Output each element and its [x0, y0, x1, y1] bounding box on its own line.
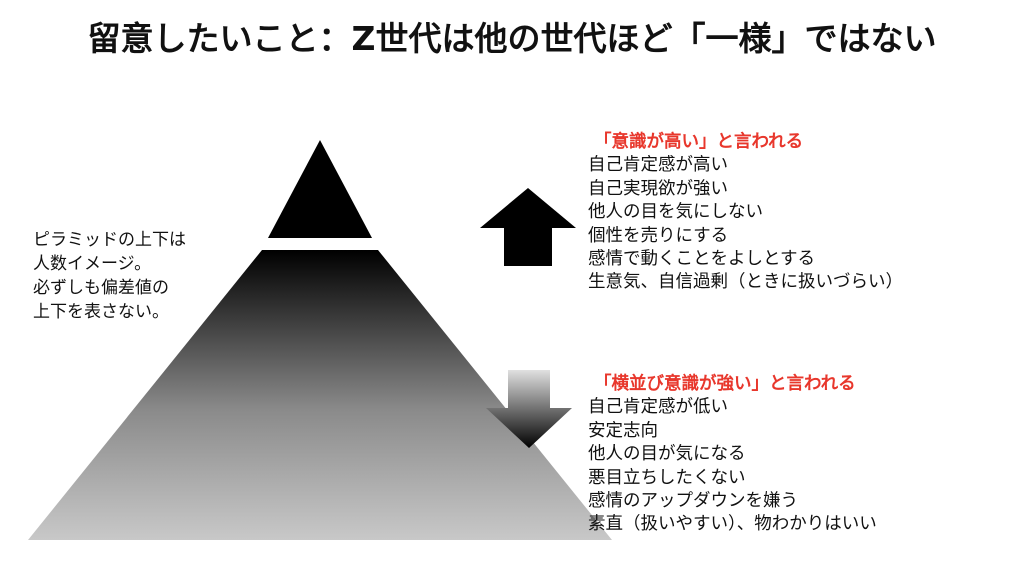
pyramid-note: ピラミッドの上下は 人数イメージ。 必ずしも偏差値の 上下を表さない。 [33, 228, 186, 324]
list-item: 感情で動くことをよしとする [588, 249, 815, 270]
list-item: 他人の目を気にしない [588, 202, 763, 223]
list-item: 素直（扱いやすい）、物わかりはいい [588, 514, 877, 535]
list-item: 個性を売りにする [588, 225, 729, 246]
pyramid-base [28, 250, 612, 540]
upper-heading: 「意識が高い」と言われる [594, 132, 804, 152]
list-item: 自己肯定感が高い [588, 155, 728, 176]
list-item: 安定志向 [588, 420, 658, 441]
list-item: 他人の目が気になる [588, 444, 746, 465]
list-item: 生意気、自信過剰（ときに扱いづらい） [588, 272, 903, 293]
up-arrow-icon [480, 188, 576, 266]
pyramid-top [268, 140, 372, 238]
note-line: 必ずしも偏差値の [33, 278, 169, 298]
note-line: ピラミッドの上下は [33, 230, 186, 250]
slide-title: 留意したいこと：Z世代は他の世代ほど「一様」ではない [87, 19, 937, 58]
lower-group: 「横並び意識が強い」と言われる 自己肯定感が低い 安定志向 他人の目が気になる … [588, 373, 877, 537]
list-item: 自己肯定感が低い [588, 397, 728, 418]
list-item: 自己実現欲が強い [588, 178, 728, 199]
list-item: 悪目立ちしたくない [588, 467, 746, 488]
upper-group: 「意識が高い」と言われる 自己肯定感が高い 自己実現欲が強い 他人の目を気にしな… [588, 131, 903, 295]
down-arrow-icon [486, 370, 572, 448]
note-line: 人数イメージ。 [33, 254, 152, 274]
lower-heading: 「横並び意識が強い」と言われる [594, 374, 856, 394]
list-item: 感情のアップダウンを嫌う [588, 491, 798, 512]
note-line: 上下を表さない。 [33, 302, 169, 322]
